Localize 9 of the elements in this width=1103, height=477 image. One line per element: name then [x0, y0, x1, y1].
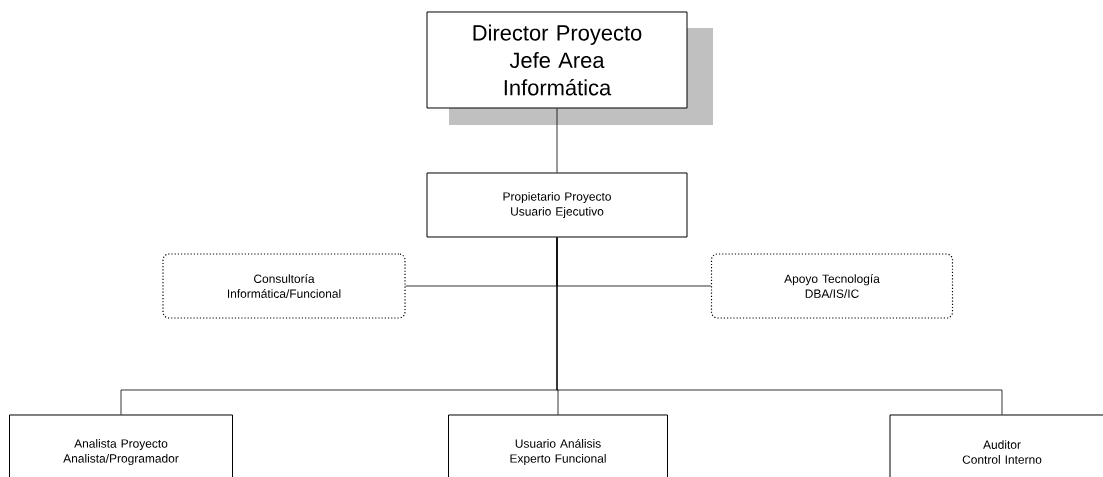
role-box: Usuario Análisis Experto Funcional [448, 414, 668, 477]
advisory-box: Consultoría Informática/Funcional [162, 253, 406, 319]
connector-line [556, 237, 1003, 415]
advisory-box: Apoyo Tecnología DBA/IS/IC [710, 253, 954, 319]
role-box: Auditor Control Interno [889, 414, 1103, 477]
role-box: Analista Proyecto Analista/Programador [9, 414, 233, 477]
connector-line [556, 108, 558, 173]
title-box: Director Proyecto Jefe Area Informática [426, 11, 713, 125]
role-box: Propietario Proyecto Usuario Ejecutivo [426, 172, 688, 238]
